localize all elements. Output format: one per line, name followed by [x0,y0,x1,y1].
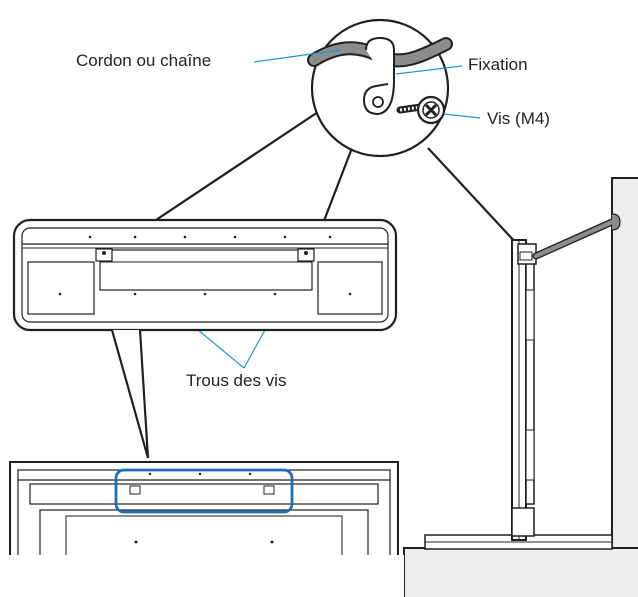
wall [403,177,638,597]
highlight-box [114,468,294,514]
rear-view-detail [12,218,398,332]
display-side-view [511,239,537,541]
screw-icon [396,95,446,125]
clamp-label: Fixation [468,55,528,74]
wall-cord [532,213,621,260]
magnifier-circle [307,18,453,158]
cord-label: Cordon ou chaîne [76,51,212,70]
clamp-icon [362,36,395,116]
detail-pointer [110,329,150,459]
screw-label: Vis (M4) [487,109,550,128]
screw-holes-label: Trous des vis [186,371,287,390]
